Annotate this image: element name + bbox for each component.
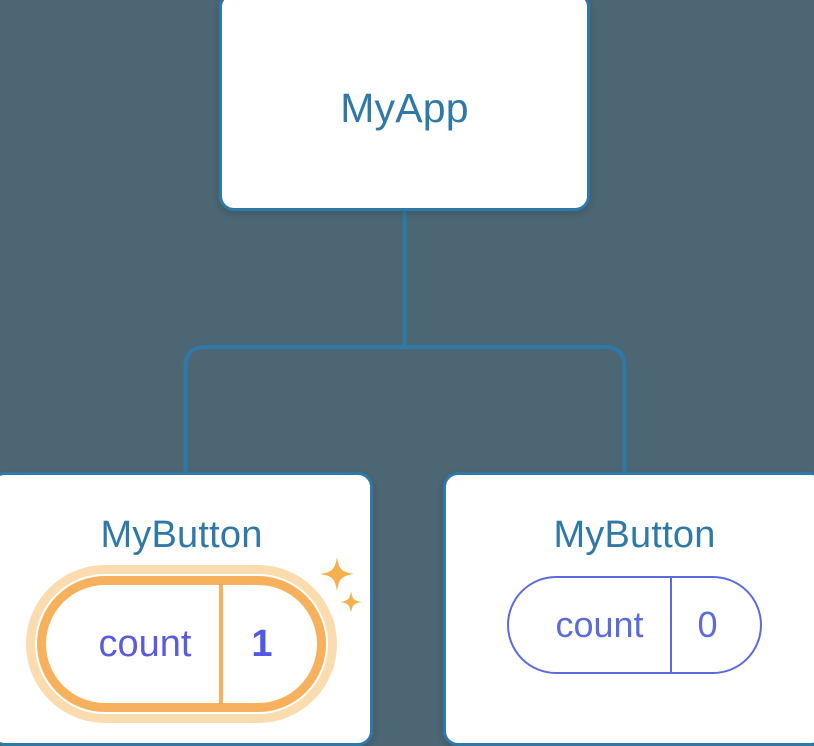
- state-divider: [219, 585, 224, 703]
- state-pill[interactable]: count 0: [507, 576, 762, 674]
- state-pill-wrapper: count 1: [26, 565, 337, 723]
- node-mybutton-right[interactable]: MyButton count 0: [443, 472, 814, 746]
- state-key: count: [555, 604, 644, 645]
- state-pill-glow: [26, 565, 337, 723]
- node-title: MyApp: [340, 85, 469, 131]
- state-pill-highlighted[interactable]: count 1: [37, 576, 326, 712]
- connector-branch: [183, 345, 627, 472]
- node-mybutton-left[interactable]: MyButton count 1: [0, 472, 373, 746]
- state-value: 0: [697, 604, 718, 645]
- state-pill-wrapper: count 0: [507, 576, 762, 674]
- state-divider: [669, 578, 672, 672]
- node-myapp[interactable]: MyApp: [219, 0, 590, 211]
- state-key: count: [98, 623, 192, 665]
- node-title: MyButton: [100, 514, 263, 556]
- node-title: MyButton: [553, 514, 716, 556]
- state-value: 1: [251, 623, 273, 665]
